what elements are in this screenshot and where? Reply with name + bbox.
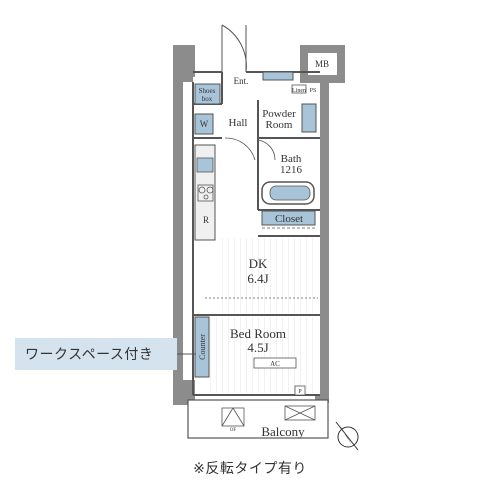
p-label: P (298, 389, 302, 395)
refrigerator-label: R (203, 215, 209, 225)
kitchen: R (194, 144, 216, 241)
dk-label-2: 6.4J (247, 271, 268, 286)
dk-room: DK 6.4J (247, 256, 268, 286)
ac-label: AC (270, 360, 280, 368)
washer: W (194, 113, 214, 135)
ps-label: PS (310, 88, 317, 94)
bed-room-label-2: 4.5J (247, 340, 268, 355)
powder-room: Linen PS Powder Room (262, 71, 317, 133)
closet: Closet (261, 210, 316, 229)
reverse-type-note: ※反転タイプ有り (193, 461, 307, 477)
of-label: OF (230, 428, 237, 433)
bath-label-1: Bath (281, 153, 302, 165)
workspace-callout: ワークスペース付き (15, 338, 177, 370)
balcony: P OF Balcony (187, 385, 329, 439)
powder-room-label-2: Room (266, 119, 293, 131)
hall-label: Hall (229, 117, 248, 129)
washer-label: W (200, 119, 209, 129)
ent-label: Ent. (234, 76, 249, 86)
shoes-box-label-1: Shoes (199, 87, 216, 95)
mb-label: MB (315, 59, 329, 69)
linen-label: Linen (292, 88, 306, 94)
entrance-door (221, 24, 247, 73)
exterior-walls (173, 45, 345, 405)
bedroom-floor (210, 317, 318, 393)
mb-box: MB (308, 53, 337, 75)
bed-room-label-1: Bed Room (230, 326, 286, 341)
compass-icon (335, 421, 359, 451)
powder-room-label-1: Powder (262, 108, 296, 120)
bath-label-2: 1216 (280, 164, 303, 176)
dk-floor (217, 238, 318, 313)
counter-label: Counter (198, 334, 207, 360)
closet-label: Closet (275, 213, 303, 225)
workspace-counter: Counter (194, 316, 210, 378)
bath: Bath 1216 (261, 153, 315, 205)
bed-room: Bed Room 4.5J AC (230, 326, 297, 369)
dk-label-1: DK (249, 256, 268, 271)
shoes-box-label-2: box (202, 95, 213, 103)
hall-door (224, 137, 276, 161)
shoes-box: Shoes box (194, 83, 221, 105)
balcony-label: Balcony (261, 424, 305, 439)
